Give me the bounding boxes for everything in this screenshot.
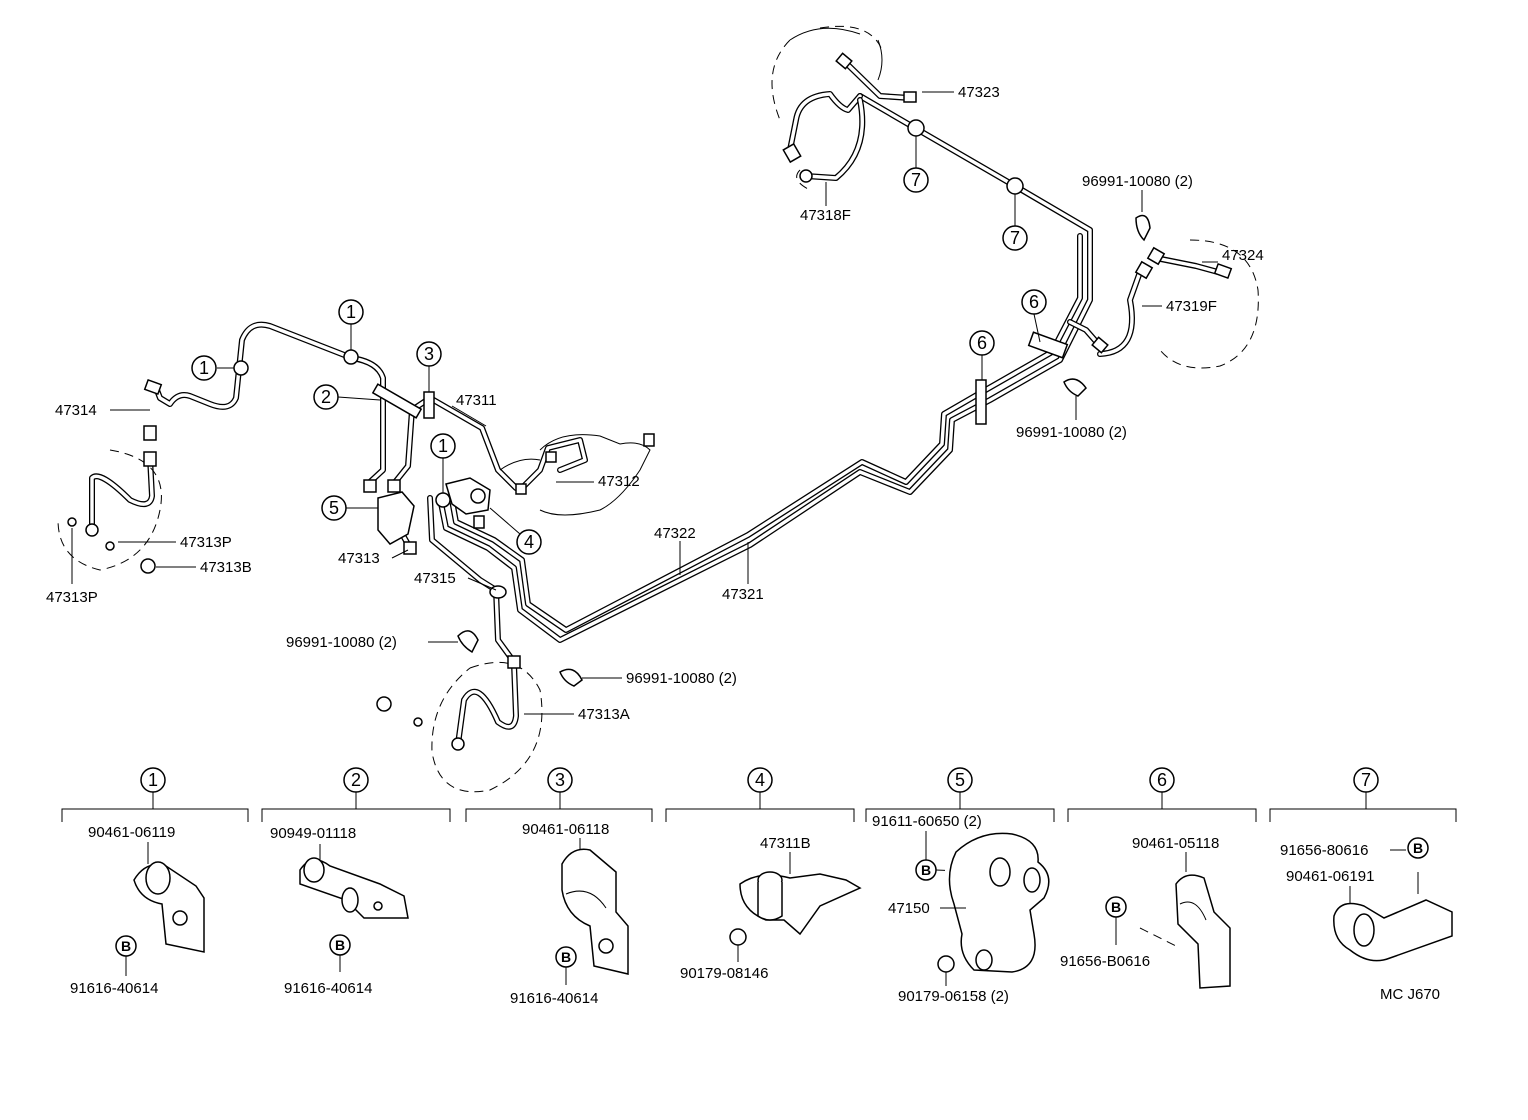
detail-5-bolt: 90179-06158 (2) xyxy=(898,988,1009,1005)
label-47318F: 47318F xyxy=(800,207,851,224)
callout-5: 5 xyxy=(329,498,339,518)
detail-1-b: B xyxy=(121,938,131,954)
label-clip-d: 96991-10080 (2) xyxy=(1016,424,1127,441)
label-47314: 47314 xyxy=(55,402,97,419)
wheel-outlines xyxy=(57,25,1259,793)
detail-2-b: B xyxy=(335,937,345,953)
part-labels: 47314 47313P 47313B 47313P 47311 47312 4… xyxy=(46,84,1264,723)
callout-1a: 1 xyxy=(199,358,209,378)
callout-6b: 6 xyxy=(1029,292,1039,312)
footer-code: MC J670 xyxy=(1380,986,1440,1003)
detail-5-b: B xyxy=(921,862,931,878)
detail-2-bolt: 91616-40614 xyxy=(284,980,372,997)
detail-4-part: 47311B xyxy=(760,835,811,852)
callout-2: 2 xyxy=(321,387,331,407)
label-47319F: 47319F xyxy=(1166,298,1217,315)
label-47321: 47321 xyxy=(722,586,764,603)
detail-1-part: 90461-06119 xyxy=(88,824,175,841)
detail-1-number: 1 xyxy=(148,770,158,790)
detail-5-part-mid: 47150 xyxy=(888,900,930,917)
detail-6-bolt: 91656-B0616 xyxy=(1060,953,1150,970)
label-47313B: 47313B xyxy=(200,559,252,576)
detail-4-bolt: 90179-08146 xyxy=(680,965,768,982)
detail-5-part-top: 91611-60650 (2) xyxy=(872,813,982,830)
clamp-points xyxy=(233,119,1024,508)
master-cylinder-assembly xyxy=(499,433,655,516)
detail-7-b: B xyxy=(1413,840,1423,856)
label-47311: 47311 xyxy=(456,392,497,409)
detail-6-number: 6 xyxy=(1157,770,1167,790)
callout-6a: 6 xyxy=(977,333,987,353)
detail-5: 5 91611-60650 (2) B 47150 90179-06158 (2… xyxy=(865,767,1055,1005)
clamp-plates xyxy=(371,331,1069,425)
detail-6-part: 90461-05118 xyxy=(1132,835,1219,852)
detail-5-number: 5 xyxy=(955,770,965,790)
label-47315: 47315 xyxy=(414,570,456,587)
label-47313: 47313 xyxy=(338,550,380,567)
detail-1-bolt: 91616-40614 xyxy=(70,980,158,997)
label-clip-b: 96991-10080 (2) xyxy=(626,670,737,687)
callout-7b: 7 xyxy=(1010,228,1020,248)
tube-clips xyxy=(457,214,1151,687)
detail-2: 2 90949-01118 B 91616-40614 xyxy=(261,767,451,997)
detail-3: 3 90461-06118 B 91616-40614 xyxy=(465,767,653,1007)
detail-2-part: 90949-01118 xyxy=(270,825,356,842)
detail-6: 6 90461-05118 B 91656-B0616 xyxy=(1060,767,1257,989)
detail-4-number: 4 xyxy=(755,770,765,790)
label-47312: 47312 xyxy=(598,473,640,490)
detail-6-b: B xyxy=(1111,899,1121,915)
label-47323: 47323 xyxy=(958,84,1000,101)
detail-7-number: 7 xyxy=(1361,770,1371,790)
callouts: 1 1 1 2 3 4 5 6 6 7 7 xyxy=(191,136,1047,555)
detail-7: 7 91656-80616 B 90461-06191 MC J670 xyxy=(1269,767,1457,1003)
label-clip-c: 96991-10080 (2) xyxy=(1082,173,1193,190)
callout-7a: 7 xyxy=(911,170,921,190)
detail-3-part: 90461-06118 xyxy=(522,821,609,838)
label-47313P-a: 47313P xyxy=(180,534,232,551)
detail-3-bolt: 91616-40614 xyxy=(510,990,598,1007)
label-47313A: 47313A xyxy=(578,706,630,723)
detail-3-number: 3 xyxy=(555,770,565,790)
brake-hoses xyxy=(89,59,1221,747)
label-47322: 47322 xyxy=(654,525,696,542)
detail-7-part: 90461-06191 xyxy=(1286,868,1374,885)
callout-3: 3 xyxy=(424,344,434,364)
callout-4: 4 xyxy=(524,532,534,552)
callout-1c: 1 xyxy=(438,436,448,456)
callout-1b: 1 xyxy=(346,302,356,322)
bleeder-parts xyxy=(67,517,423,727)
label-47324: 47324 xyxy=(1222,247,1264,264)
detail-1: 1 90461-06119 B 91616-40614 xyxy=(61,767,249,997)
brake-tubes xyxy=(152,93,1103,665)
detail-2-number: 2 xyxy=(351,770,361,790)
proportioning-valve xyxy=(377,477,491,545)
fittings xyxy=(85,52,1233,751)
detail-4: 4 47311B 90179-08146 xyxy=(665,767,862,982)
detail-3-b: B xyxy=(561,949,571,965)
label-clip-a: 96991-10080 (2) xyxy=(286,634,397,651)
detail-7-part-top: 91656-80616 xyxy=(1280,842,1368,859)
label-47313P-b: 47313P xyxy=(46,589,98,606)
